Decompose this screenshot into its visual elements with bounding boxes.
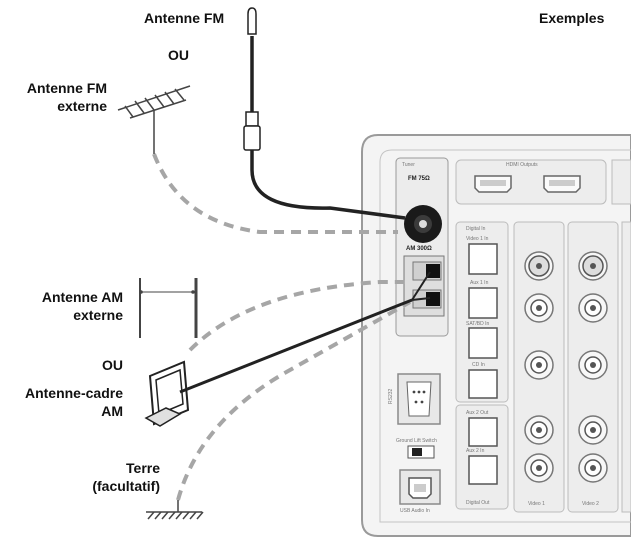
external-am-antenna-label: Antenne AM: [42, 289, 123, 305]
external-fm-antenna-label: Antenne FM: [27, 80, 107, 96]
rca-jack[interactable]: [578, 453, 608, 483]
hdmi-outputs-label: HDMI Outputs: [506, 162, 538, 168]
aux2-in-label: Aux 2 In: [466, 448, 485, 454]
rca-jack[interactable]: [524, 415, 554, 445]
ground-label: Terre: [126, 460, 160, 476]
hdmi-port[interactable]: [543, 175, 581, 193]
video2-label: Video 2: [582, 501, 599, 507]
ground-lift-switch[interactable]: Ground Lift Switch: [396, 438, 437, 459]
video1-label: Video 1: [528, 501, 545, 507]
rca-jack[interactable]: [524, 453, 554, 483]
hdmi-outputs: HDMI Outputs: [455, 159, 631, 205]
am-external-dashed-cable: [188, 280, 410, 352]
ground-symbol-icon: [146, 500, 204, 520]
am-antenna-terminal[interactable]: [403, 255, 445, 317]
external-fm-antenna-icon: [117, 85, 191, 154]
digital-in-label: Digital In: [466, 226, 486, 232]
usb-audio-port[interactable]: USB Audio In: [399, 469, 441, 514]
rca-jack[interactable]: [524, 293, 554, 323]
rca-jack[interactable]: [578, 293, 608, 323]
cd-in-label: CD In: [472, 362, 485, 368]
fm-antenna-label: Antenne FM: [144, 10, 224, 26]
rca-jack[interactable]: [578, 415, 608, 445]
coax-digital-port[interactable]: [468, 243, 498, 275]
digital-outputs-column: Aux 2 Out Aux 2 In Digital Out: [455, 404, 509, 510]
tuner-label: Tuner: [402, 162, 415, 168]
rs232-label: RS232: [388, 388, 394, 404]
fm-impedance-label: FM 75Ω: [408, 176, 430, 182]
aux2-out-label: Aux 2 Out: [466, 410, 489, 416]
am-impedance-label: AM 300Ω: [406, 246, 432, 252]
diagram-labels: Antenne FM OU Antenne FM externe Antenne…: [25, 10, 605, 494]
ground-lift-label: Ground Lift Switch: [396, 438, 437, 444]
external-fm-antenna-label: externe: [57, 98, 107, 114]
optical-port[interactable]: [468, 417, 498, 447]
external-am-antenna-icon: [139, 278, 198, 338]
optical-port[interactable]: [468, 455, 498, 485]
am-loop-antenna-icon: [144, 271, 431, 427]
ground-dashed-cable: [176, 300, 411, 501]
video1-in-label: Video 1 In: [466, 236, 489, 242]
fm-wire-antenna: [243, 7, 406, 220]
am-loop-antenna-label: Antenne-cadre: [25, 385, 123, 401]
aux1-in-label: Aux 1 In: [470, 280, 489, 286]
rs232-port[interactable]: RS232: [388, 373, 441, 425]
or-label: OU: [168, 47, 189, 63]
external-am-antenna-label: externe: [73, 307, 123, 323]
dashed-connection-lines: [152, 153, 411, 501]
am-loop-cable: [179, 298, 413, 394]
optical-port[interactable]: [468, 369, 498, 399]
am-loop-antenna-label: AM: [101, 403, 123, 419]
coax-digital-port[interactable]: [468, 287, 498, 319]
analog-inputs-grid: Video 1 Video 2: [513, 221, 631, 513]
fm-antenna-socket[interactable]: [404, 205, 442, 243]
usb-audio-label: USB Audio In: [400, 508, 430, 514]
fm-external-dashed-cable: [152, 153, 398, 234]
digital-out-label: Digital Out: [466, 500, 490, 506]
digital-inputs-column: Digital In Video 1 In Aux 1 In SAT/BD In…: [455, 221, 509, 403]
fm-antenna-tip: [247, 7, 257, 35]
coax-digital-port[interactable]: [468, 327, 498, 359]
ground-label: (facultatif): [92, 478, 160, 494]
rca-jack[interactable]: [524, 350, 554, 380]
examples-title: Exemples: [539, 10, 605, 26]
hdmi-port[interactable]: [474, 175, 512, 193]
s-video-jack[interactable]: [524, 251, 554, 281]
s-video-jack[interactable]: [578, 251, 608, 281]
fm-connector-plug: [243, 111, 261, 151]
sat-bd-in-label: SAT/BD In: [466, 321, 489, 327]
receiver-back-panel: Tuner FM 75Ω AM 300Ω HDMI Outputs: [361, 134, 631, 537]
rca-jack[interactable]: [578, 350, 608, 380]
or-label: OU: [102, 357, 123, 373]
fm-antenna-cable: [250, 36, 406, 220]
tuner-section: Tuner FM 75Ω AM 300Ω: [395, 157, 449, 337]
